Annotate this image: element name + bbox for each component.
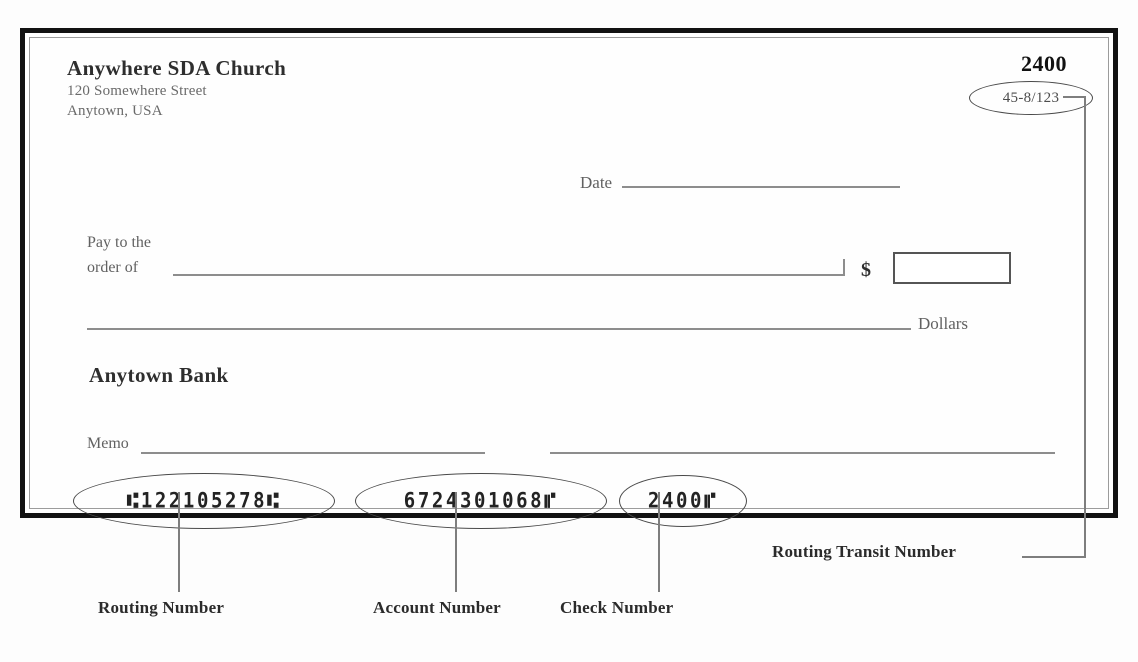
micr-routing-number: ⑆122105278⑆ bbox=[126, 488, 282, 514]
pay-to-line-1: Pay to the bbox=[87, 234, 151, 251]
check-number-ellipse: 2400⑈ bbox=[619, 475, 747, 527]
callout-routing-transit-number: Routing Transit Number bbox=[772, 542, 957, 561]
callout-account-number: Account Number bbox=[373, 598, 501, 617]
date-input-line[interactable] bbox=[622, 186, 901, 188]
bank-name: Anytown Bank bbox=[89, 363, 229, 387]
payee-line-end-tick bbox=[843, 259, 845, 275]
currency-symbol: $ bbox=[861, 259, 871, 281]
micr-line: ⑆122105278⑆ 6724301068⑈ 2400⑈ bbox=[25, 471, 1113, 531]
payer-name: Anywhere SDA Church bbox=[67, 56, 287, 80]
callout-routing-number: Routing Number bbox=[98, 598, 225, 617]
micr-account-number: 6724301068⑈ bbox=[403, 488, 559, 514]
payee-input-line[interactable] bbox=[173, 274, 845, 276]
check-document: Anywhere SDA Church 120 Somewhere Street… bbox=[20, 28, 1118, 529]
payer-information: Anywhere SDA Church 120 Somewhere Street… bbox=[67, 55, 286, 121]
routing-transit-number-value: 45-8/123 bbox=[1002, 89, 1060, 106]
dollars-label: Dollars bbox=[918, 314, 969, 333]
pay-to-order-label: Pay to the order of bbox=[87, 231, 151, 281]
memo-input-line[interactable] bbox=[141, 452, 485, 454]
leader-line-account-number bbox=[455, 492, 457, 592]
memo-label: Memo bbox=[87, 435, 129, 452]
leader-line-routing-number bbox=[178, 492, 180, 592]
signature-line[interactable] bbox=[550, 452, 1055, 454]
amount-numeric-box[interactable] bbox=[893, 252, 1011, 284]
pay-to-line-2: order of bbox=[87, 258, 139, 276]
date-field: Date bbox=[580, 173, 901, 193]
leader-line-transit-segment-3 bbox=[1022, 556, 1086, 558]
check-number: 2400 bbox=[1021, 51, 1067, 76]
date-label: Date bbox=[580, 173, 613, 192]
routing-number-ellipse: ⑆122105278⑆ bbox=[73, 473, 335, 529]
leader-line-check-number bbox=[658, 492, 660, 592]
leader-line-transit-segment-2 bbox=[1084, 96, 1086, 558]
payer-address-line1: 120 Somewhere Street bbox=[67, 83, 207, 100]
payer-address-line2: Anytown, USA bbox=[67, 102, 163, 119]
leader-line-transit-segment-1 bbox=[1063, 96, 1085, 98]
routing-transit-number-ellipse: 45-8/123 bbox=[969, 81, 1093, 115]
amount-words-line[interactable] bbox=[87, 328, 911, 330]
account-number-ellipse: 6724301068⑈ bbox=[355, 473, 607, 529]
callout-check-number: Check Number bbox=[560, 598, 674, 617]
